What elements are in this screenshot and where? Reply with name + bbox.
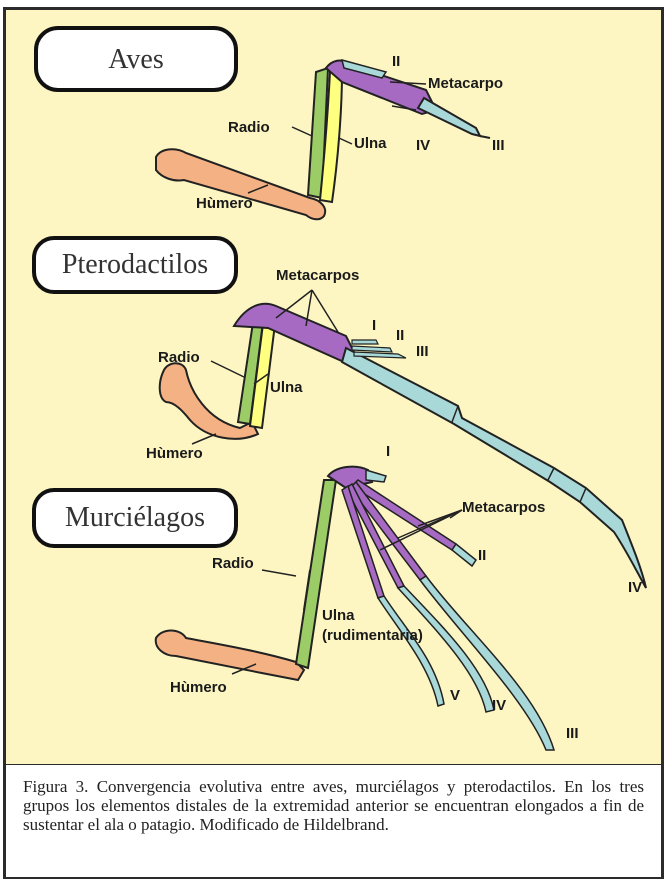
murci-label-v: V [450,687,460,704]
murci-phalanx-ii [452,544,476,566]
ptero-digit-ii [352,346,392,352]
title-aves: Aves [108,44,163,75]
murci-label-ulna: Ulna [322,607,355,624]
title-box-pterodactilos: Pterodactilos [34,238,236,292]
aves-digit-iii [418,98,480,136]
murci-label-iii: III [566,725,579,742]
ptero-label-ii: II [396,327,404,344]
murci-label-ulna-rudimentaria: (rudimentaria) [322,627,423,644]
murci-humerus [156,631,304,681]
ptero-label-metacarpos: Metacarpos [276,267,359,284]
aves-label-radio: Radio [228,119,270,136]
aves-label-ulna: Ulna [354,135,387,152]
figure-caption: Figura 3. Convergencia evolutiva entre a… [23,777,644,834]
murci-label-iv: IV [492,697,506,714]
aves-label-iii: III [492,137,505,154]
ptero-digit-iv [342,348,646,588]
murci-label-i: I [386,443,390,460]
title-murcielagos: Murciélagos [65,502,205,533]
murci-digit-i [366,470,386,482]
ptero-label-radio: Radio [158,349,200,366]
caption-area: Figura 3. Convergencia evolutiva entre a… [6,764,661,877]
title-box-murcielagos: Murciélagos [34,490,236,546]
aves-label-metacarpo: Metacarpo [428,75,503,92]
murci-label-metacarpos: Metacarpos [462,499,545,516]
title-pterodactilos: Pterodactilos [62,249,208,280]
murci-phalanx-v [378,596,444,706]
murci-label-ii: II [478,547,486,564]
murci-label-radio: Radio [212,555,254,572]
ptero-label-iv: IV [628,579,642,596]
figure-area: II Metacarpo Radio Ulna IV III Hùmero Me… [6,10,661,762]
wing-diagram: II Metacarpo Radio Ulna IV III Hùmero Me… [6,10,661,762]
murci-phalanx-iii [420,576,554,750]
murci-label-humero: Hùmero [170,679,227,696]
title-box-aves: Aves [36,28,236,90]
ptero-label-ulna: Ulna [270,379,303,396]
ptero-label-iii: III [416,343,429,360]
aves-label-humero: Hùmero [196,195,253,212]
ptero-label-humero: Hùmero [146,445,203,462]
ptero-digit-i [352,340,378,344]
aves-label-ii: II [392,53,400,70]
aves-label-iv: IV [416,137,430,154]
ptero-label-i: I [372,317,376,334]
